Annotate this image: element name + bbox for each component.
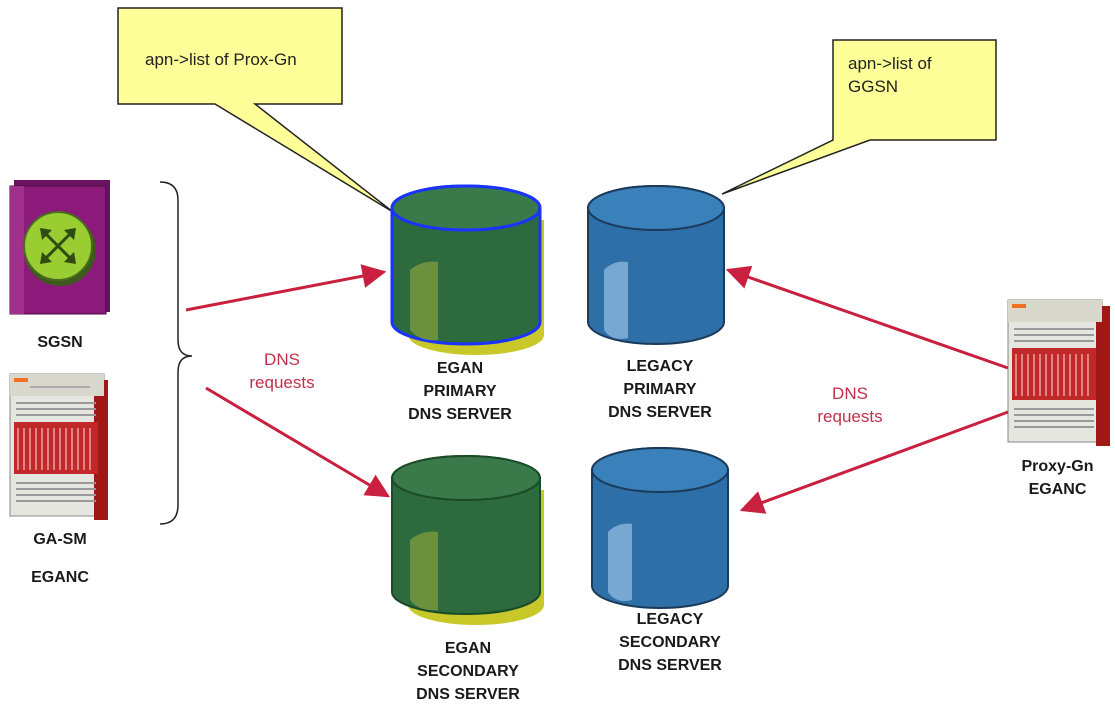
callout-right — [721, 39, 997, 195]
legacy-secondary-db-icon — [591, 447, 729, 609]
legacy-secondary-line2: SECONDARY — [619, 634, 721, 651]
proxy-gn-line1: Proxy-Gn — [1021, 458, 1094, 475]
callout-left — [117, 7, 394, 213]
callout-right-line2: GGSN — [848, 77, 899, 96]
sgsn-label: SGSN — [37, 334, 83, 351]
legacy-primary-label: LEGACY PRIMARY DNS SERVER — [580, 355, 740, 424]
egan-primary-line2: PRIMARY — [423, 383, 497, 400]
dns-requests-right: DNS requests — [800, 382, 900, 428]
egan-primary-line3: DNS SERVER — [408, 406, 512, 423]
proxy-gn-line2: EGANC — [1028, 481, 1087, 498]
proxy-gn-label: Proxy-Gn EGANC — [1005, 455, 1110, 501]
egan-primary-label: EGAN PRIMARY DNS SERVER — [380, 357, 540, 426]
gasm-sub-label: EGANC — [31, 569, 89, 586]
dns-requests-right-line1: DNS — [832, 384, 868, 403]
arrow-proxy-to-legacy-secondary — [739, 410, 1009, 514]
arrow-gasm-to-egan-secondary — [205, 386, 391, 498]
egan-secondary-label: EGAN SECONDARY DNS SERVER — [388, 637, 548, 706]
arrow-sgsn-to-egan-primary — [185, 264, 387, 312]
dns-requests-left: DNS requests — [232, 348, 332, 394]
dns-requests-left-line1: DNS — [264, 350, 300, 369]
legacy-secondary-line1: LEGACY — [636, 611, 704, 628]
egan-secondary-db-icon — [391, 455, 544, 625]
dns-requests-left-line2: requests — [249, 373, 315, 392]
egan-primary-db-icon — [390, 184, 544, 355]
legacy-primary-line2: PRIMARY — [623, 381, 697, 398]
egan-secondary-line3: DNS SERVER — [416, 686, 520, 703]
gasm-server-icon — [9, 373, 108, 520]
egan-secondary-line2: SECONDARY — [417, 663, 519, 680]
egan-secondary-line1: EGAN — [444, 640, 492, 657]
egan-primary-line1: EGAN — [436, 360, 484, 377]
sgsn-router-icon — [9, 180, 110, 315]
legacy-secondary-line3: DNS SERVER — [618, 657, 722, 674]
arrow-proxy-to-legacy-primary — [725, 265, 1009, 370]
callout-right-line1: apn->list of — [848, 54, 932, 73]
gasm-label: GA-SM — [33, 531, 87, 548]
dns-requests-right-line2: requests — [817, 407, 883, 426]
legacy-primary-line3: DNS SERVER — [608, 404, 712, 421]
legacy-primary-db-icon — [587, 185, 725, 345]
callout-left-text: apn->list of Prox-Gn — [145, 50, 297, 69]
legacy-primary-line1: LEGACY — [626, 358, 694, 375]
proxy-gn-server-icon — [1007, 299, 1110, 446]
legacy-secondary-label: LEGACY SECONDARY DNS SERVER — [590, 608, 750, 677]
grouping-brace — [159, 181, 193, 525]
callout-right-text: apn->list of GGSN — [848, 52, 932, 98]
